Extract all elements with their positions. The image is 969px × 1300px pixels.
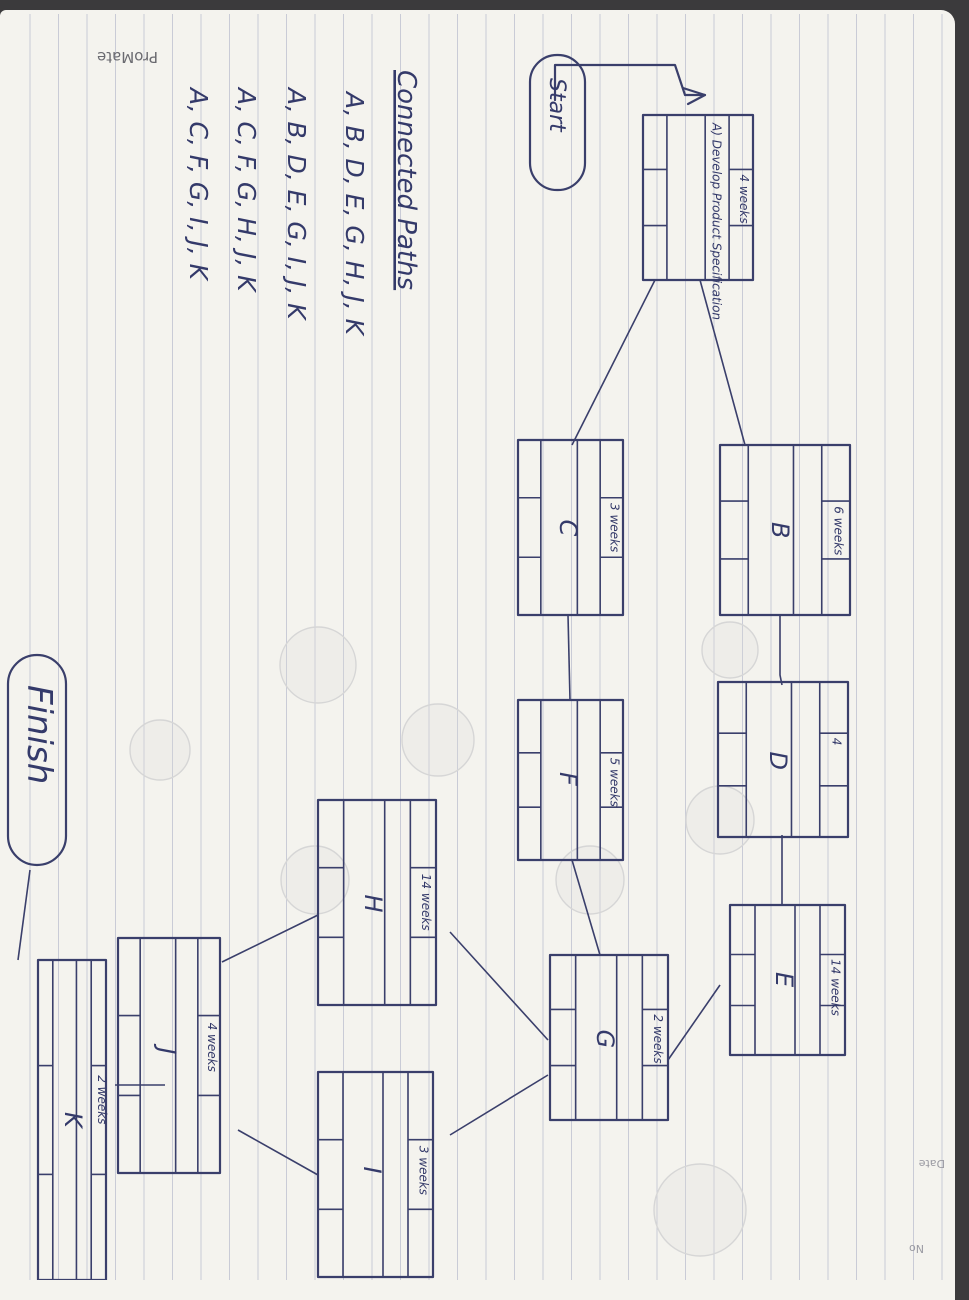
- node-name: I: [358, 1167, 386, 1174]
- start-label: Start: [544, 78, 569, 133]
- node-c: 3 weeks C: [516, 438, 625, 617]
- node-name: J: [153, 1044, 181, 1055]
- connector-a-b: [699, 279, 746, 446]
- path-item-4: A, C, F, G, I, J, K: [184, 86, 213, 283]
- node-name: D: [764, 752, 792, 770]
- node-name: F: [554, 772, 582, 787]
- connector-i-j: [237, 1129, 319, 1176]
- start-terminal: Start: [528, 53, 587, 192]
- paths-title: Connected Paths: [391, 70, 421, 290]
- node-j: 4 weeks J: [116, 936, 222, 1175]
- path-item-3: A, C, F, G, H, J, K: [232, 86, 261, 294]
- node-box: [316, 1070, 435, 1279]
- ruled-lines: [29, 14, 943, 1280]
- connector-h-j: [221, 914, 319, 963]
- node-name: C: [554, 520, 582, 537]
- connector-k-finish: [17, 869, 31, 961]
- node-box: [728, 903, 847, 1057]
- connected-paths: Connected Paths A, B, D, E, G, H, J, K A…: [184, 70, 421, 338]
- connector-e-g: [667, 984, 721, 1061]
- node-duration: 4: [829, 738, 843, 746]
- connector-b-d: [779, 615, 783, 686]
- node-box: [516, 698, 625, 862]
- node-name: E: [770, 972, 798, 988]
- connector-g-i: [449, 1074, 549, 1136]
- node-box: [516, 438, 625, 617]
- node-name: A) Develop Product Specification: [709, 122, 723, 320]
- node-i: 3 weeks I: [316, 1070, 435, 1279]
- date-label: Date: [918, 1157, 945, 1170]
- finish-label: Finish: [19, 685, 59, 784]
- bleed-through-marks: [129, 621, 759, 1257]
- node-duration: 2 weeks: [95, 1075, 109, 1124]
- node-duration: 4 weeks: [737, 174, 751, 223]
- node-box: [316, 798, 438, 1007]
- node-duration: 3 weeks: [607, 503, 621, 552]
- node-box: [641, 113, 755, 282]
- node-duration: 6 weeks: [831, 506, 845, 555]
- node-name: G: [591, 1030, 619, 1049]
- connector-f-g: [571, 859, 601, 956]
- node-box: [548, 953, 670, 1122]
- activity-nodes: 4 weeks A) Develop Product Specification 6…: [36, 113, 852, 1280]
- node-e: 14 weeks E: [728, 903, 847, 1057]
- node-g: 2 weeks G: [548, 953, 670, 1122]
- node-duration: 2 weeks: [651, 1014, 665, 1063]
- node-duration: 14 weeks: [419, 874, 433, 931]
- node-a: 4 weeks A) Develop Product Specification: [641, 113, 755, 320]
- node-name: B: [766, 522, 794, 538]
- node-f: 5 weeks F: [516, 698, 625, 862]
- node-box: [36, 958, 108, 1280]
- node-duration: 4 weeks: [205, 1023, 219, 1072]
- node-name: H: [359, 895, 387, 913]
- node-h: 14 weeks H: [316, 798, 438, 1007]
- node-name: K: [59, 1112, 87, 1130]
- connector-start-a: [553, 63, 707, 102]
- connector-c-f: [567, 614, 571, 701]
- path-item-2: A, B, D, E, G, I, J, K: [282, 86, 311, 322]
- arrowhead-start-a: [681, 86, 707, 106]
- connector-a-c: [571, 279, 656, 446]
- page-corner-label: No: [909, 1242, 924, 1255]
- node-b: 6 weeks B: [718, 443, 852, 617]
- node-duration: 5 weeks: [607, 758, 621, 807]
- node-box: [718, 443, 852, 617]
- node-duration: 3 weeks: [416, 1146, 430, 1195]
- connector-g-h: [449, 931, 549, 1041]
- node-d: 4D: [716, 680, 850, 839]
- node-duration: 14 weeks: [828, 959, 842, 1016]
- finish-terminal: Finish: [6, 653, 68, 867]
- path-item-1: A, B, D, E, G, H, J, K: [340, 90, 369, 338]
- node-box: [716, 680, 850, 839]
- node-box: [116, 936, 222, 1175]
- brand-label: ProMate: [97, 48, 158, 66]
